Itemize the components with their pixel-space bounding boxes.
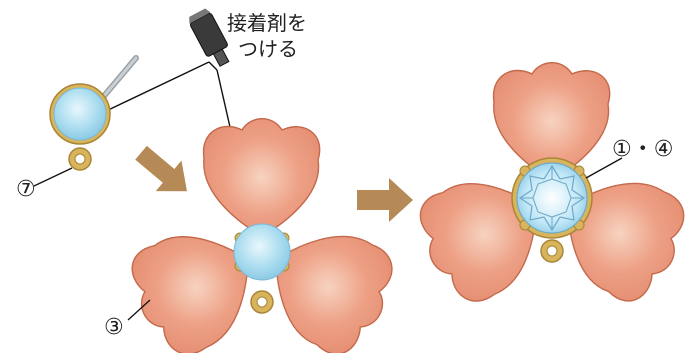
right-arrow-icon bbox=[357, 178, 413, 222]
leader-line-1-4 bbox=[585, 157, 623, 179]
bead-part-7 bbox=[49, 55, 139, 171]
glue-label-line2: つける bbox=[238, 37, 298, 61]
right-arrow-icon bbox=[135, 145, 187, 192]
glue-label-line1: 接着剤を bbox=[227, 11, 307, 35]
label-part-7: ⑦ bbox=[16, 177, 36, 202]
leader-line-7 bbox=[33, 167, 73, 187]
flower-part-3 bbox=[116, 118, 408, 357]
label-part-3: ③ bbox=[104, 315, 124, 340]
glue-tube-icon bbox=[189, 8, 230, 67]
leader-line-3 bbox=[127, 299, 151, 321]
flower-finished bbox=[404, 62, 699, 314]
rhinestone-icon bbox=[516, 162, 588, 234]
label-parts-1-4: ①・④ bbox=[612, 137, 673, 162]
